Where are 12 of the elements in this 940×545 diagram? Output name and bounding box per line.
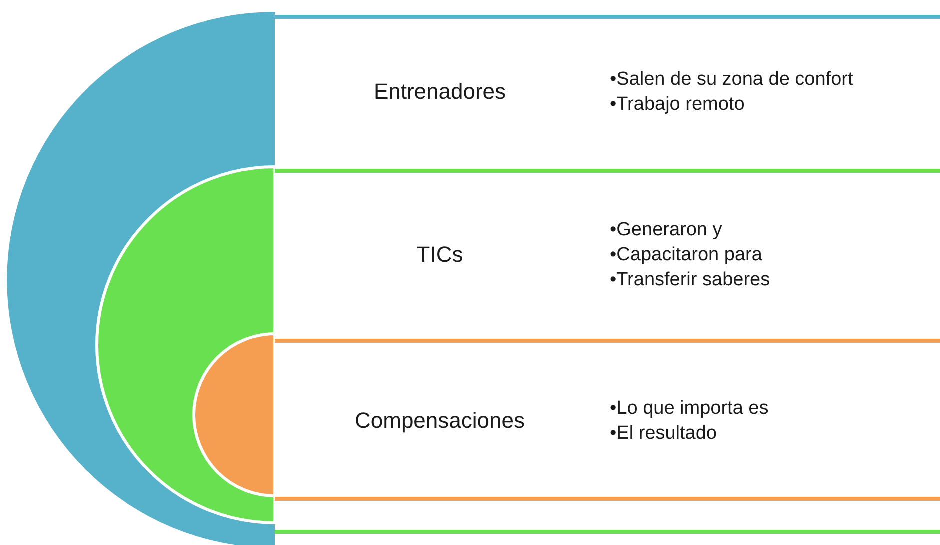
bullet-text: •Salen de su zona de confort [610,68,854,92]
bullet-text: •Generaron y [610,218,724,242]
bullet-text: •El resultado [610,422,718,446]
bullet-text: •Lo que importa es [610,397,769,421]
bullet-text: •Trabajo remoto [610,93,746,117]
band-title: Compensaciones [354,408,526,434]
bullet-text: •Transferir saberes [610,268,770,292]
inner-band [275,339,940,501]
middle-band [275,169,940,534]
band-title: TICs [416,242,464,268]
band-title: Entrenadores [372,79,508,105]
bullet-text: •Capacitaron para [610,244,764,268]
